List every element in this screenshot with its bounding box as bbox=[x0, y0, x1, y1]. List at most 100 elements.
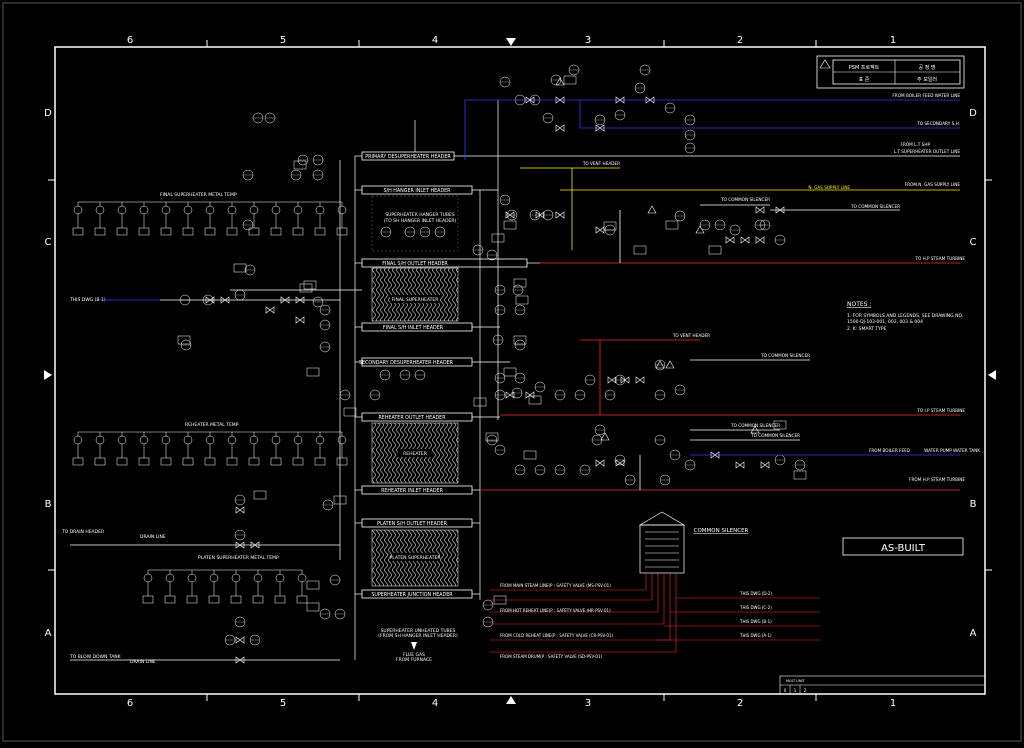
valve-icon bbox=[525, 96, 535, 104]
label-dwg-ref: THIS DWG (D-2) bbox=[739, 591, 772, 596]
temperature-element-icon bbox=[315, 205, 325, 215]
grid-row-label: A bbox=[45, 628, 52, 639]
temperature-element-icon bbox=[73, 435, 83, 445]
transmitter-box-icon bbox=[182, 457, 194, 466]
valve-icon bbox=[235, 656, 245, 664]
label-lt-sh-outlet: L.T SUPERHEATER OUTLET LINE bbox=[894, 149, 961, 154]
controller-box-icon bbox=[793, 470, 807, 480]
label-from-boiler-feed: FROM BOILER FEED bbox=[869, 448, 910, 453]
tube-bundles bbox=[371, 195, 459, 587]
label-drain-line: DRAIN LINE bbox=[140, 534, 166, 540]
common-silencer: COMMON SILENCER bbox=[490, 511, 820, 653]
grid-col-label: 3 bbox=[585, 698, 591, 709]
notes-line: 2. K: SMART TYPE bbox=[847, 326, 887, 332]
label-unheated-tubes: SUPERHEATER UNHEATED TUBES bbox=[381, 628, 456, 634]
label-flue-gas-sub: FROM FURNACE bbox=[396, 657, 432, 663]
center-arrow-icon bbox=[988, 370, 996, 380]
temperature-element-icon bbox=[209, 573, 219, 583]
revision-cell: 0 bbox=[784, 688, 787, 693]
temperature-element-icon bbox=[139, 435, 149, 445]
valve-icon bbox=[760, 461, 770, 469]
revision-triangle-icon bbox=[647, 205, 657, 214]
transmitter-box-icon bbox=[274, 595, 286, 604]
valve-icon bbox=[595, 459, 605, 467]
boiler-piping bbox=[70, 100, 540, 661]
label-from-lt-shp: FROM L.T SHP bbox=[901, 142, 931, 147]
grid-col-label: 1 bbox=[890, 35, 896, 46]
grid-row-label: C bbox=[45, 237, 52, 248]
temperature-element-icon bbox=[117, 435, 127, 445]
transmitter-box-icon bbox=[186, 595, 198, 604]
temperature-element-icon bbox=[271, 435, 281, 445]
revision-cell: 2 bbox=[804, 688, 807, 693]
label-to-vent-header-1: TO VENT HEADER bbox=[582, 161, 620, 166]
label-hanger-tubes-sub: (TO SH HANGER INLET HEADER) bbox=[384, 218, 457, 224]
valve-icon bbox=[635, 376, 645, 384]
temperature-element-icon bbox=[297, 573, 307, 583]
controller-box-icon bbox=[233, 263, 247, 273]
valve-icon bbox=[595, 124, 605, 132]
transmitter-box-icon bbox=[248, 227, 260, 236]
label-to-drain-header: TO DRAIN HEADER bbox=[61, 529, 104, 535]
label-flue-gas: FLUE GAS bbox=[403, 652, 425, 658]
valve-icon bbox=[615, 459, 625, 467]
controller-box-icon bbox=[515, 295, 529, 305]
valve-icon bbox=[235, 636, 245, 644]
header-label: PRIMARY DESUPERHEATER HEADER bbox=[365, 154, 451, 160]
temperature-element-icon bbox=[95, 435, 105, 445]
center-arrow-icon bbox=[506, 696, 516, 704]
transmitter-box-icon bbox=[72, 457, 84, 466]
label-unheated-tubes-sub: (FROM SH HANGER INLET HEADER) bbox=[378, 633, 458, 639]
controller-box-icon bbox=[485, 432, 499, 442]
grid-col-label: 3 bbox=[585, 35, 591, 46]
transmitter-box-icon bbox=[226, 457, 238, 466]
label-to-secondary-sh: TO SECONDARY S.H. bbox=[916, 121, 960, 126]
silencer-title: COMMON SILENCER bbox=[694, 528, 749, 534]
hanger-zone bbox=[371, 195, 459, 252]
transmitter-box-icon bbox=[94, 227, 106, 236]
controller-box-icon bbox=[665, 220, 679, 230]
title-company: PSM 프로젝트 bbox=[849, 64, 880, 71]
temperature-element-icon bbox=[275, 573, 285, 583]
valve-icon bbox=[755, 236, 765, 244]
label-to-common-silencer-2: TO COMMON SILENCER bbox=[850, 204, 900, 209]
label-platen-superheater: PLATEN SUPERHEATER bbox=[390, 555, 441, 561]
valve-icon bbox=[645, 96, 655, 104]
transmitter-box-icon bbox=[270, 227, 282, 236]
valve-icon bbox=[555, 211, 565, 219]
valve-icon bbox=[505, 211, 515, 219]
controller-box-icon bbox=[253, 490, 267, 500]
valve-icon bbox=[295, 316, 305, 324]
revision-cell: 1 bbox=[794, 688, 797, 693]
valve-icon bbox=[235, 541, 245, 549]
temperature-element-icon bbox=[143, 573, 153, 583]
grid-row-label: A bbox=[970, 628, 977, 639]
grid-row-label: B bbox=[45, 499, 52, 510]
transmitter-box-icon bbox=[208, 595, 220, 604]
temperature-element-icon bbox=[205, 205, 215, 215]
revision-label: MULT UNIT bbox=[786, 679, 806, 683]
label-ng-gas-supply: N. GAS SUPPLY LINE bbox=[808, 185, 850, 190]
controller-box-icon bbox=[773, 420, 787, 430]
header-label: S/H HANGER INLET HEADER bbox=[383, 188, 451, 194]
title-row2-left: 표 준 bbox=[859, 77, 870, 83]
controller-box-icon bbox=[177, 335, 191, 345]
label-dwg-ref: THIS DWG (A-1) bbox=[739, 633, 772, 638]
valve-icon bbox=[525, 391, 535, 399]
valve-icon bbox=[740, 236, 750, 244]
transmitter-box-icon bbox=[204, 227, 216, 236]
grid-col-label: 5 bbox=[280, 35, 286, 46]
controller-box-icon bbox=[708, 245, 722, 255]
bundle-labels: FINAL SUPERHEATER REHEATER PLATEN SUPERH… bbox=[378, 212, 458, 663]
temperature-element-icon bbox=[165, 573, 175, 583]
temperature-element-icon bbox=[187, 573, 197, 583]
label-water-pump: WATER PUMP WATER TANK bbox=[924, 448, 980, 453]
grid-row-label: D bbox=[969, 108, 977, 119]
controller-box-icon bbox=[513, 278, 527, 288]
transmitter-box-icon bbox=[116, 227, 128, 236]
controller-box-icon bbox=[528, 395, 542, 405]
temperature-element-icon bbox=[183, 205, 193, 215]
as-built-stamp: AS-BUILT bbox=[842, 537, 964, 556]
transmitter-box-icon bbox=[138, 227, 150, 236]
